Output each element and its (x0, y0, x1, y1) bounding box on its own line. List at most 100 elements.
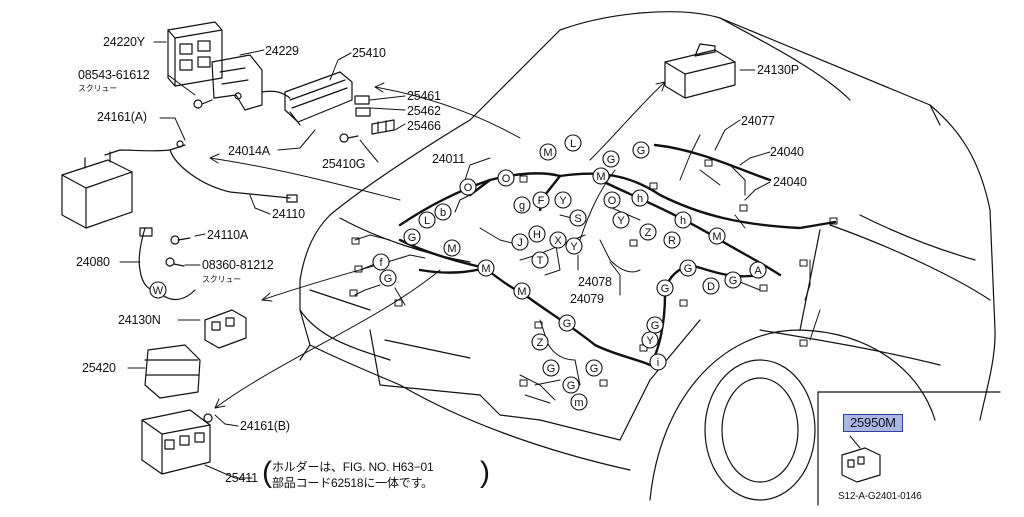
connector-marker-c23: R (663, 231, 681, 249)
label-24220y: 24220Y (103, 35, 145, 49)
label-24110a: 24110A (207, 228, 248, 242)
connector-letter: h (637, 193, 643, 205)
note-line-1: ホルダーは、FIG. NO. H63−01 (272, 460, 434, 474)
connector-marker-c14: O (603, 191, 621, 209)
connector-marker-c35: G (724, 271, 742, 289)
label-24161a: 24161(A) (97, 110, 147, 124)
label-08543-61612: 08543-61612 (78, 68, 150, 82)
connector-marker-c27: M (443, 239, 461, 257)
connector-marker-c11: F (532, 191, 550, 209)
connector-letter: M (481, 263, 490, 275)
connector-marker-c15: S (569, 209, 587, 227)
connectors-2546x (354, 95, 395, 135)
connector-letter: Z (645, 227, 652, 239)
connector-marker-c38: G (558, 314, 576, 332)
connector-letter: M (517, 286, 526, 298)
connector-letter: f (379, 257, 383, 269)
connector-marker-c43: G (562, 376, 580, 394)
connector-letter: M (596, 171, 605, 183)
label-24040-upper: 24040 (770, 145, 804, 159)
connector-marker-c32: G (679, 259, 697, 277)
connector-marker-c1: L (418, 211, 436, 229)
label-24078: 24078 (578, 275, 612, 289)
ground-cable-24080 (138, 227, 196, 300)
connector-letter: T (537, 255, 544, 267)
connector-marker-c42: G (585, 359, 603, 377)
label-24110: 24110 (272, 207, 305, 221)
connector-letter: Y (559, 195, 567, 207)
label-25420: 25420 (82, 361, 116, 375)
connector-letter: M (447, 243, 456, 255)
connector-letter: b (440, 207, 446, 219)
fuse-box-cover-25420 (144, 344, 201, 399)
connector-letter: O (502, 173, 511, 185)
connector-letter: S (574, 213, 581, 225)
car-body (299, 11, 996, 501)
label-24040-lower: 24040 (773, 175, 807, 189)
connector-marker-c8: G (632, 141, 650, 159)
label-24130p: 24130P (757, 63, 799, 77)
connector-marker-c21: Y (565, 237, 583, 255)
connector-marker-c26: G (403, 228, 421, 246)
label-24229: 24229 (265, 44, 299, 58)
connector-letter: G (661, 283, 670, 295)
connector-letter: G (729, 275, 738, 287)
connector-marker-c16: Y (612, 211, 630, 229)
connector-letter: R (668, 235, 676, 247)
label-screw-1: スクリュー (78, 84, 117, 93)
screw-08543 (193, 99, 213, 109)
connector-letter: G (384, 273, 393, 285)
connector-letter: D (707, 281, 715, 293)
connector-letter: g (519, 200, 525, 212)
connector-marker-c2: b (434, 203, 452, 221)
connector-letter: M (712, 231, 721, 243)
connector-25950m (841, 447, 881, 483)
connector-marker-c24: M (708, 227, 726, 245)
connector-marker-c17: h (674, 211, 692, 229)
connector-marker-c22: Z (639, 223, 657, 241)
label-25461: 25461 (407, 89, 441, 103)
fuse-box-25411 (141, 409, 213, 475)
inset-frame (817, 391, 1001, 506)
leader-lines (119, 41, 861, 479)
connector-marker-c28: M (477, 259, 495, 277)
connector-marker-c13: h (631, 189, 649, 207)
connector-marker-c31: M (513, 282, 531, 300)
connector-letter: i (657, 357, 659, 369)
connector-letter: G (567, 380, 576, 392)
bracket-24229 (211, 54, 263, 111)
connector-letter: G (408, 232, 417, 244)
connector-marker-c18: J (511, 233, 529, 251)
connector-marker-c3: O (459, 178, 477, 196)
connector-letter: G (547, 363, 556, 375)
connector-marker-c37: G (646, 316, 664, 334)
label-25411: 25411 (225, 471, 258, 485)
connector-marker-c41: G (542, 359, 560, 377)
connector-letter: G (607, 154, 616, 166)
label-24077: 24077 (741, 114, 775, 128)
connector-marker-c25: T (531, 251, 549, 269)
connector-letter: G (590, 363, 599, 375)
diagram-code: S12-A-G2401-0146 (838, 491, 922, 502)
connector-marker-c7: G (602, 150, 620, 168)
connector-letter: G (563, 318, 572, 330)
connector-letter: Y (617, 215, 625, 227)
label-screw-2: スクリュー (202, 275, 241, 284)
note-line-2: 部品コード62518に一体です。 (272, 476, 433, 490)
label-25950m-highlighted[interactable]: 25950M (843, 414, 903, 432)
label-25462: 25462 (407, 104, 441, 118)
connector-letter: H (533, 229, 541, 241)
connector-24130n (204, 309, 247, 349)
connector-marker-c12: g (513, 196, 531, 214)
battery (61, 151, 133, 229)
label-24080: 24080 (76, 255, 110, 269)
battery-cable-24161a (104, 140, 298, 203)
screw-24014a (339, 133, 359, 143)
connector-marker-c34: D (702, 277, 720, 295)
fuse-block-25410 (261, 71, 353, 126)
connector-marker-c20: X (549, 231, 567, 249)
note-bracket-close: ) (480, 456, 490, 489)
